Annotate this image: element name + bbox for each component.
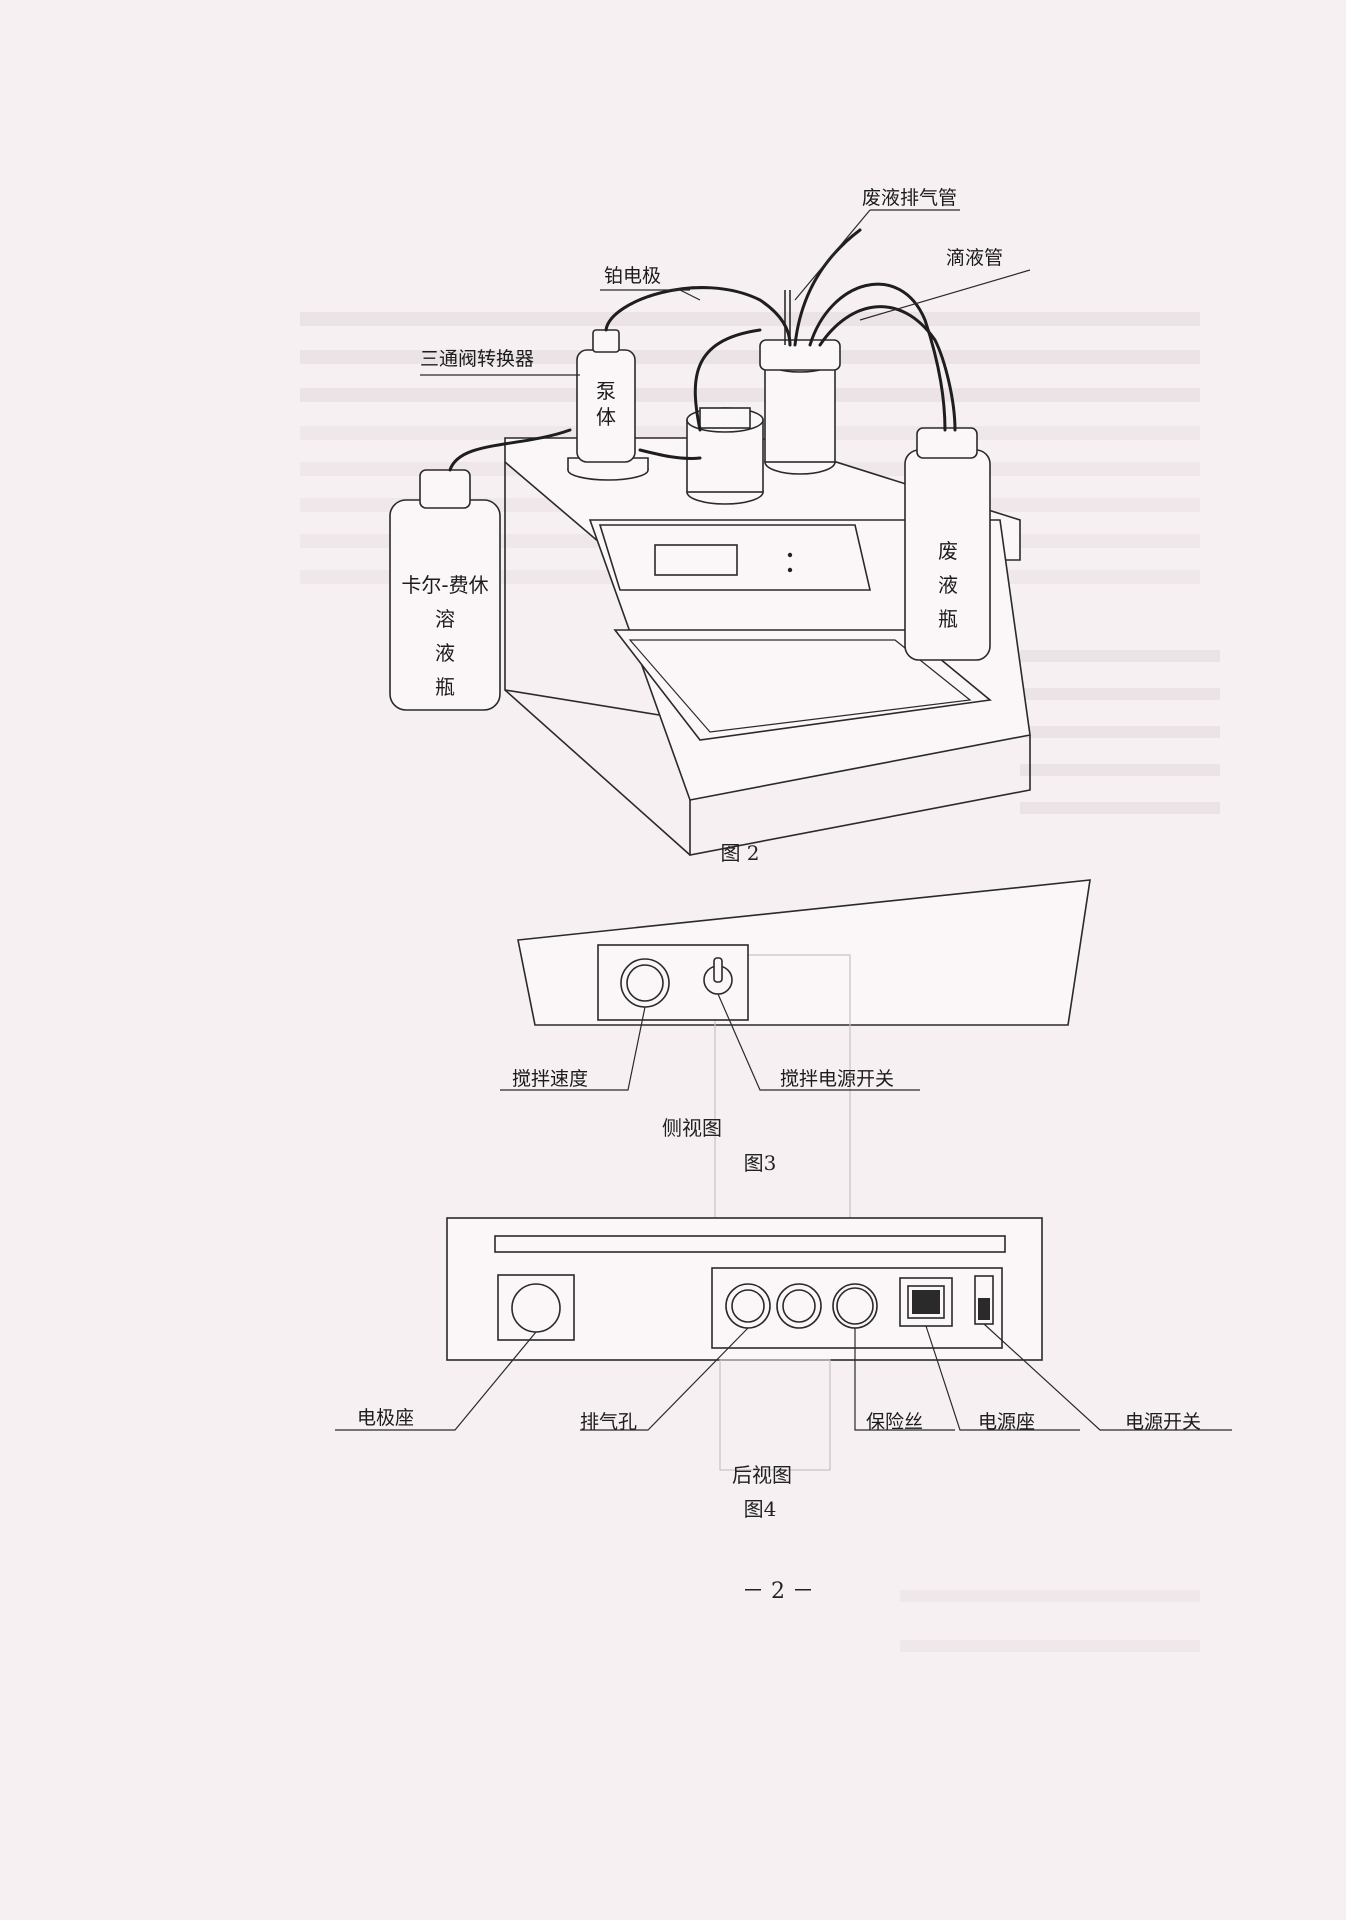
label-line: 废 bbox=[938, 539, 958, 563]
leader-stir-power-switch bbox=[717, 993, 920, 1091]
tube-titrant-return bbox=[818, 305, 957, 432]
tube-titrant bbox=[808, 282, 947, 432]
label-stir-power-switch: 搅拌电源开关 bbox=[780, 1068, 894, 1090]
label-line: 瓶 bbox=[435, 675, 455, 699]
leader-stir-speed bbox=[500, 1006, 646, 1091]
indicator-dot bbox=[787, 552, 793, 558]
leader-waste-exhaust bbox=[794, 209, 871, 301]
figure-3-caption: 图3 bbox=[744, 1151, 777, 1175]
tube-stirrer-to-cell bbox=[693, 328, 762, 432]
waste-bottle-cap bbox=[916, 427, 978, 459]
rear-vent-slot bbox=[494, 1235, 1006, 1253]
titration-cell-lid bbox=[759, 339, 841, 371]
lcd-display bbox=[654, 544, 738, 576]
label-vent-hole: 排气孔 bbox=[580, 1411, 637, 1433]
leader-titrant bbox=[859, 269, 1031, 321]
tube-waste-exhaust bbox=[793, 228, 862, 347]
label-line: 卡尔-费休 bbox=[401, 573, 488, 597]
figure-4-caption: 图4 bbox=[744, 1497, 777, 1521]
label-titrant-tube: 滴液管 bbox=[946, 247, 1003, 269]
leader-power-switch bbox=[983, 1323, 1232, 1431]
label-line: 泵 bbox=[596, 379, 616, 403]
label-power-switch: 电源开关 bbox=[1125, 1411, 1201, 1433]
titration-cell bbox=[764, 359, 836, 463]
tube-pump-to-stirrer bbox=[638, 448, 702, 460]
figure-2-titrator-drawing bbox=[389, 209, 1031, 856]
platinum-electrode-wire bbox=[604, 286, 792, 347]
pump-cap bbox=[592, 329, 620, 353]
figure-4-rear-view bbox=[335, 1217, 1232, 1471]
page-number: － 2 － bbox=[742, 1579, 814, 1604]
keypad-panel bbox=[613, 629, 992, 741]
label-three-way-valve: 三通阀转换器 bbox=[420, 348, 534, 370]
label-pump-body: 泵体 bbox=[596, 379, 616, 429]
tube-kf-to-pump bbox=[448, 428, 572, 472]
label-kf-solution-bottle: 卡尔-费休溶液瓶 bbox=[401, 573, 488, 699]
kf-bottle-cap bbox=[419, 469, 471, 509]
label-line: 瓶 bbox=[938, 607, 958, 631]
figure-2-caption: 图 2 bbox=[720, 841, 759, 865]
label-line: 体 bbox=[596, 405, 616, 429]
instrument-base-left-edge bbox=[504, 689, 691, 856]
label-line: 溶 bbox=[435, 607, 455, 631]
leader-platinum bbox=[679, 289, 701, 301]
figure-3-side-view bbox=[500, 879, 1091, 1241]
label-electrode-socket: 电极座 bbox=[357, 1407, 414, 1429]
leader-electrode-socket bbox=[335, 1331, 537, 1431]
indicator-dot bbox=[787, 567, 793, 573]
keypad-inner bbox=[628, 639, 972, 733]
leader-fuse bbox=[854, 1328, 955, 1431]
electrode-socket bbox=[511, 1283, 561, 1333]
label-fuse: 保险丝 bbox=[866, 1411, 923, 1433]
figure-4-view-name: 后视图 bbox=[732, 1463, 792, 1487]
label-stir-speed: 搅拌速度 bbox=[512, 1068, 588, 1090]
figure-3-view-name: 侧视图 bbox=[662, 1116, 722, 1140]
label-line: 液 bbox=[435, 641, 455, 665]
label-power-socket: 电源座 bbox=[978, 1411, 1035, 1433]
leader-vent-hole bbox=[580, 1327, 749, 1431]
label-platinum-electrode: 铂电极 bbox=[604, 265, 661, 287]
label-waste-bottle: 废液瓶 bbox=[938, 539, 958, 631]
instrument-base-edge bbox=[689, 735, 1031, 856]
leader-power-socket bbox=[925, 1325, 1080, 1431]
label-line: 液 bbox=[938, 573, 958, 597]
label-waste-exhaust-tube: 废液排气管 bbox=[862, 187, 957, 209]
